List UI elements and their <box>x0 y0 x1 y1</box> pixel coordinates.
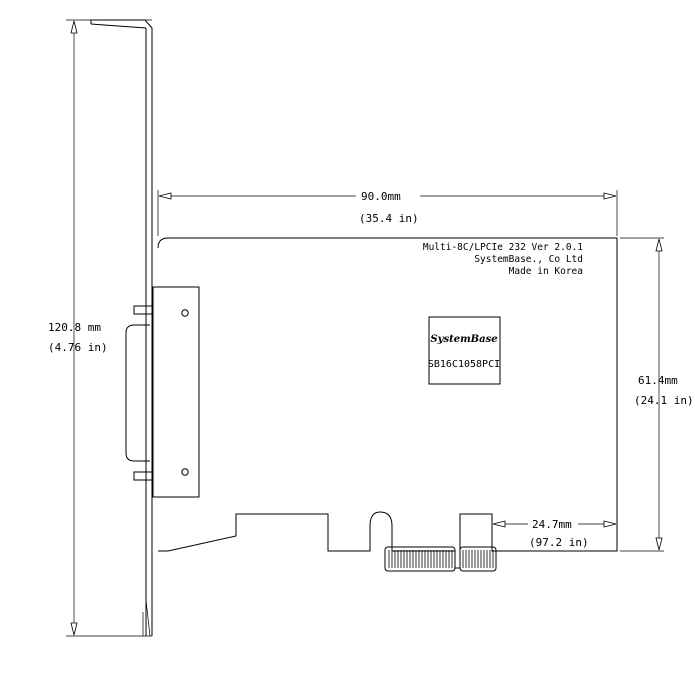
bracket-height-value: 120.8 mm <box>48 321 101 334</box>
board-width-value: 90.0mm <box>361 190 401 203</box>
connector-screw-hole-bottom <box>181 468 189 476</box>
uart-chip: SystemBase SB16C1058PCI <box>428 316 501 385</box>
board-label-line2: SystemBase., Co Ltd <box>474 254 583 265</box>
edge-offset-value: 24.7mm <box>532 518 572 531</box>
edge-connector-fingers <box>384 546 497 572</box>
connector-screw-hole-top <box>181 309 189 317</box>
mounting-bracket <box>90 19 153 637</box>
board-outline <box>157 237 618 569</box>
board-silkscreen-label: Multi-8C/LPCIe 232 Ver 2.0.1 SystemBase.… <box>423 242 583 277</box>
chip-part-number: SB16C1058PCI <box>428 359 500 370</box>
board-width-dimension: 90.0mm (35.4 in) <box>157 190 618 236</box>
chip-logo: SystemBase <box>430 334 497 345</box>
edge-offset-dimension: 24.7mm (97.2 in) <box>492 518 617 549</box>
board-height-value: 61.4mm <box>638 374 678 387</box>
board-height-dimension: 61.4mm (24.1 in) <box>620 237 694 552</box>
board-label-line3: Made in Korea <box>509 266 583 277</box>
board-label-line1: Multi-8C/LPCIe 232 Ver 2.0.1 <box>423 242 583 253</box>
bracket-height-alt: (4.76 in) <box>48 341 108 354</box>
db-connector <box>125 286 200 498</box>
bracket-height-dimension: 120.8 mm (4.76 in) <box>48 19 152 637</box>
edge-offset-alt: (97.2 in) <box>529 536 589 549</box>
board-height-alt: (24.1 in) <box>634 394 694 407</box>
board-width-alt: (35.4 in) <box>359 212 419 225</box>
